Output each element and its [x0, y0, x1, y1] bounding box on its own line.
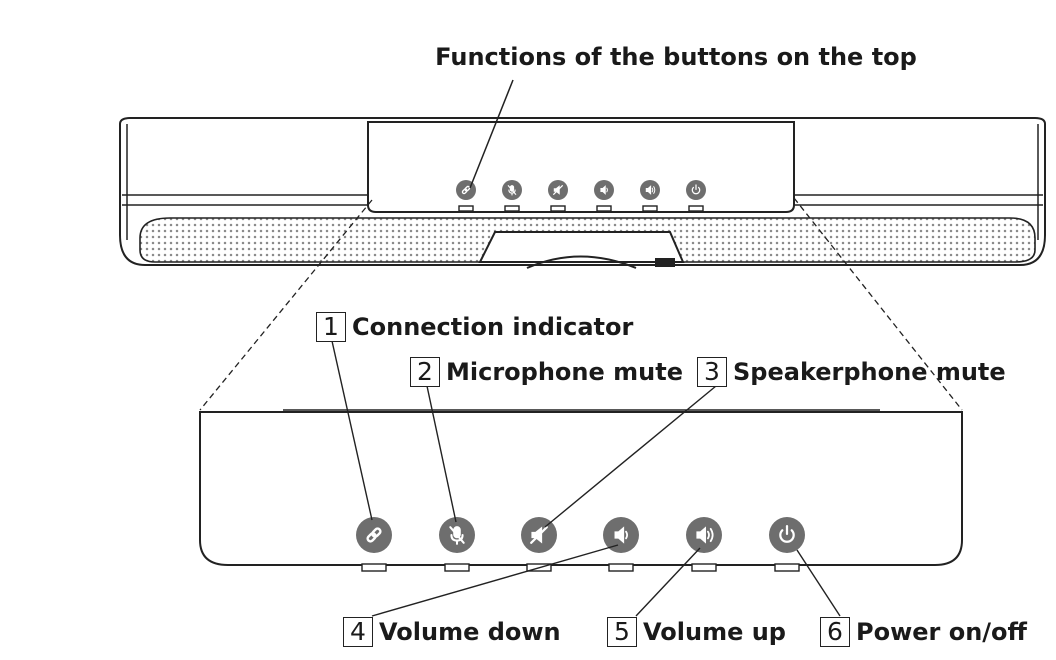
indicator-slot: [642, 205, 658, 212]
diagram-title: Functions of the buttons on the top: [435, 43, 917, 71]
callout-label-1: Connection indicator: [352, 313, 634, 341]
speaker-mute-button[interactable]: [521, 517, 557, 553]
indicator-slot: [504, 205, 520, 212]
callout-number-3: 3: [697, 357, 727, 387]
top-panel: [367, 121, 795, 213]
callout-number-5: 5: [607, 617, 637, 647]
zoom-line-left: [199, 199, 373, 411]
callout-volume-down: 4 Volume down: [343, 616, 561, 648]
callout-power-on-off: 6 Power on/off: [820, 616, 1027, 648]
link-button[interactable]: [356, 517, 392, 553]
link-button[interactable]: [456, 180, 476, 200]
callout-number-2: 2: [410, 357, 440, 387]
power-button[interactable]: [769, 517, 805, 553]
volume-down-button[interactable]: [594, 180, 614, 200]
indicator-slot: [688, 205, 704, 212]
indicator-slot: [361, 563, 387, 572]
indicator-slot: [550, 205, 566, 212]
volume-down-button[interactable]: [603, 517, 639, 553]
callout-number-4: 4: [343, 617, 373, 647]
indicator-slot: [444, 563, 470, 572]
zoom-line-right: [793, 197, 963, 411]
callout-number-1: 1: [316, 312, 346, 342]
title-leader-line: [469, 79, 514, 189]
indicator-slot: [691, 563, 717, 572]
callout-speakerphone-mute: 3 Speakerphone mute: [697, 356, 1006, 388]
mic-mute-button[interactable]: [502, 180, 522, 200]
volume-up-button[interactable]: [686, 517, 722, 553]
top-button-row: [456, 180, 706, 212]
indicator-slot: [774, 563, 800, 572]
indicator-slot: [458, 205, 474, 212]
callout-number-6: 6: [820, 617, 850, 647]
callout-label-5: Volume up: [643, 618, 786, 646]
indicator-slot: [608, 563, 634, 572]
speaker-mute-button[interactable]: [548, 180, 568, 200]
callout-label-4: Volume down: [379, 618, 561, 646]
center-mount: [478, 231, 685, 269]
power-button[interactable]: [686, 180, 706, 200]
volume-up-button[interactable]: [640, 180, 660, 200]
callout-leader-lines: [331, 340, 841, 617]
callout-volume-up: 5 Volume up: [607, 616, 786, 648]
callout-microphone-mute: 2 Microphone mute: [410, 356, 683, 388]
callout-label-6: Power on/off: [856, 618, 1027, 646]
mic-mute-button[interactable]: [439, 517, 475, 553]
callout-label-3: Speakerphone mute: [733, 358, 1006, 386]
callout-label-2: Microphone mute: [446, 358, 683, 386]
indicator-slot: [596, 205, 612, 212]
zoomed-panel: [199, 409, 963, 566]
callout-connection-indicator: 1 Connection indicator: [316, 311, 633, 343]
